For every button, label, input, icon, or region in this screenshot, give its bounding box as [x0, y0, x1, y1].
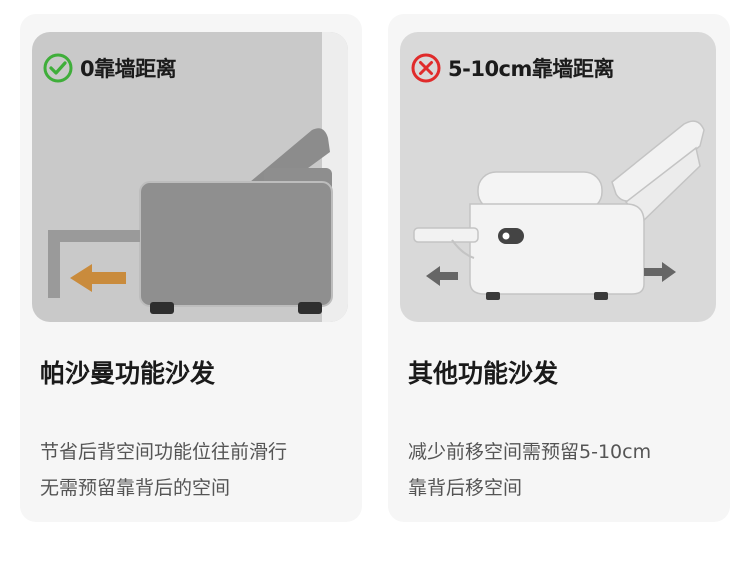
badge-right: 5-10cm靠墙距离	[410, 52, 614, 84]
badge-text: 0靠墙距离	[80, 57, 177, 81]
recliner-footrest	[413, 227, 479, 243]
footrest-frame	[48, 230, 140, 298]
sofa-leg	[150, 302, 174, 314]
badge-left: 0靠墙距离	[42, 52, 177, 84]
recliner-control-button	[498, 228, 524, 244]
forward-arrow-icon	[426, 266, 458, 286]
description-line: 无需预留靠背后的空间	[40, 477, 231, 499]
standard-recliner-illustration	[400, 32, 716, 322]
footrest-support	[451, 239, 475, 259]
sofa-drawing	[48, 32, 348, 322]
comparison-card-left: 0靠墙距离 帕沙曼功能沙发 节省后背空间功能位往前滑行 无需预留靠背后的空间	[20, 14, 362, 522]
x-circle-icon	[411, 53, 441, 83]
recliner-drawing	[413, 120, 705, 300]
recliner-body	[469, 203, 645, 295]
recliner-leg	[594, 292, 608, 300]
card-title: 其他功能沙发	[408, 359, 559, 388]
card-description: 减少前移空间需预留5-10cm 靠背后移空间	[408, 434, 718, 506]
sofa-leg	[298, 302, 322, 314]
slide-forward-arrow-icon	[70, 264, 126, 292]
card-description: 节省后背空间功能位往前滑行 无需预留靠背后的空间	[40, 434, 350, 506]
backward-arrow-icon	[644, 262, 676, 282]
badge-text: 5-10cm靠墙距离	[448, 57, 614, 81]
sofa-body	[139, 181, 333, 307]
check-circle-icon	[43, 53, 73, 83]
description-line: 减少前移空间需预留5-10cm	[408, 441, 652, 463]
recliner-leg	[486, 292, 500, 300]
description-line: 节省后背空间功能位往前滑行	[40, 441, 288, 463]
card-title: 帕沙曼功能沙发	[40, 359, 216, 388]
comparison-card-right: 5-10cm靠墙距离 其他功能沙发 减少前移空间需预留5-10cm 靠背后移空间	[388, 14, 730, 522]
zero-wall-sofa-illustration	[32, 32, 348, 322]
recliner-headrest	[611, 120, 705, 202]
description-line: 靠背后移空间	[408, 477, 523, 499]
